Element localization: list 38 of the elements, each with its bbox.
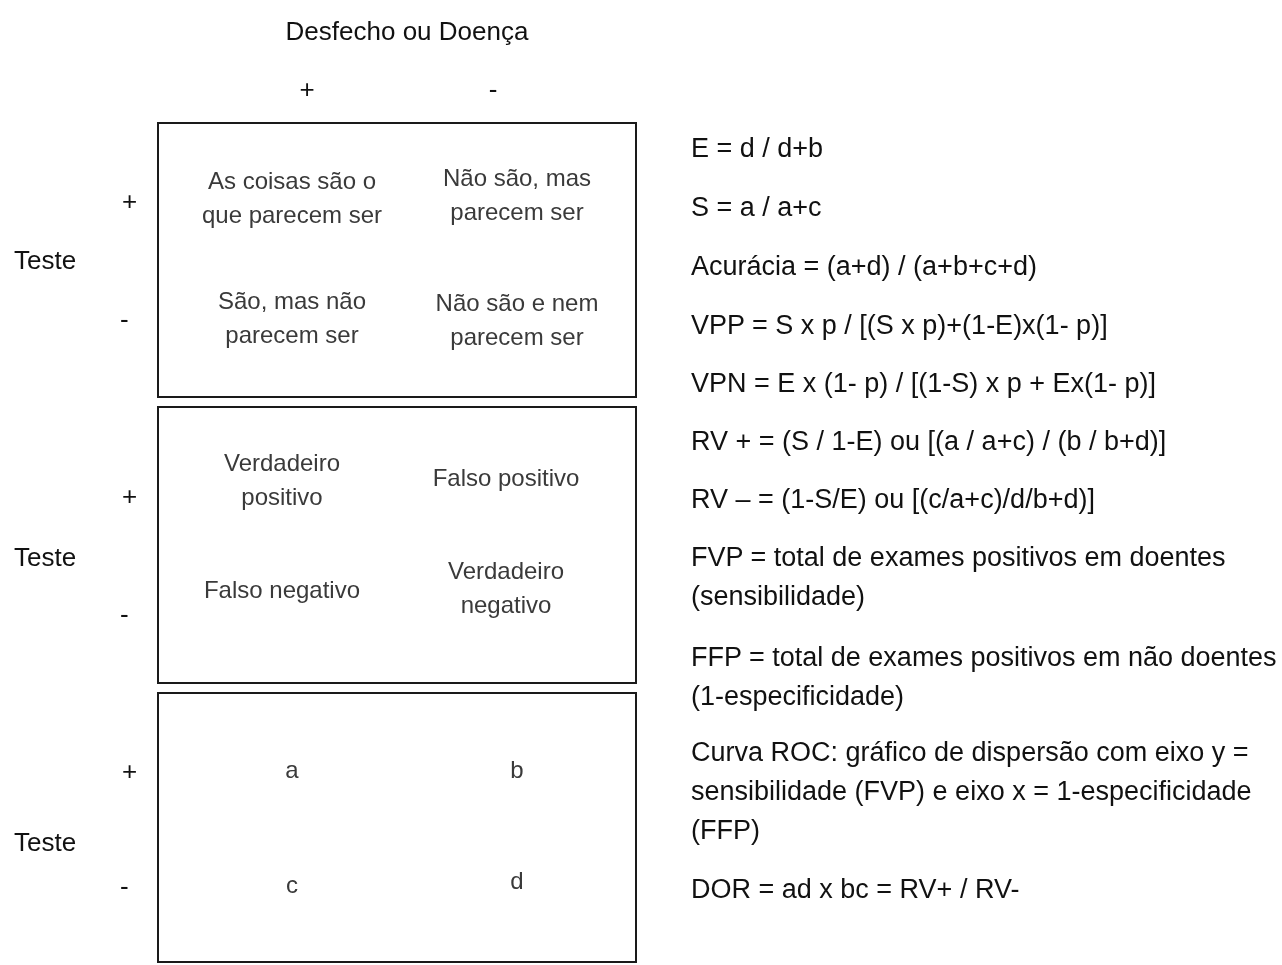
formula: Acurácia = (a+d) / (a+b+c+d) (691, 250, 1037, 283)
cell-text: Não são, mas parecem ser (441, 163, 593, 227)
formula: RV – = (1-S/E) ou [(c/a+c)/d/b+d)] (691, 483, 1095, 516)
minus-sign: - (120, 598, 129, 631)
formula: FVP = total de exames positivos em doentes (sensibilidade) (691, 541, 1227, 613)
matrix-box (157, 692, 637, 963)
cell-text: Verdadeiro negativo (446, 556, 566, 620)
plus-sign: + (122, 480, 138, 513)
formula: DOR = ad x bc = RV+ / RV- (691, 873, 1020, 906)
formula: VPP = S x p / [(S x p)+(1-E)x(1- p)] (691, 309, 1108, 342)
cell-text: Não são e nem parecem ser (434, 288, 600, 352)
formula: S = a / a+c (691, 191, 822, 224)
column-header: Desfecho ou Doença (285, 15, 529, 48)
cell-text: a (284, 755, 300, 785)
cell-text: Verdadeiro positivo (222, 448, 342, 512)
cell-text: Falso positivo (431, 463, 581, 493)
row-header: Teste (14, 541, 77, 574)
cell-text: São, mas não parecem ser (216, 286, 368, 350)
matrix-box (157, 406, 637, 684)
cell-text: b (509, 755, 525, 785)
plus-sign: + (122, 755, 138, 788)
plus-sign: + (122, 185, 138, 218)
minus-sign: - (120, 870, 129, 903)
minus-sign: - (488, 73, 498, 106)
plus-sign: + (299, 73, 315, 106)
cell-text: As coisas são o que parecem ser (200, 166, 384, 230)
formula: FFP = total de exames positivos em não doentes (1-especificidade) (691, 641, 1278, 713)
row-header: Teste (14, 244, 77, 277)
formula: VPN = E x (1- p) / [(1-S) x p + Ex(1- p)] (691, 367, 1157, 400)
minus-sign: - (120, 303, 129, 336)
formula: Curva ROC: gráfico de dispersão com eixo y = sensibilidade (FVP) e eixo x = 1-especificidade (FFP) (691, 736, 1253, 847)
row-header: Teste (14, 826, 77, 859)
cell-text: c (285, 870, 299, 900)
formula: RV + = (S / 1-E) ou [(a / a+c) / (b / b+d)] (691, 425, 1167, 458)
cell-text: Falso negativo (202, 575, 362, 605)
formula: E = d / d+b (691, 132, 824, 165)
matrix-box (157, 122, 637, 398)
cell-text: d (509, 866, 525, 896)
